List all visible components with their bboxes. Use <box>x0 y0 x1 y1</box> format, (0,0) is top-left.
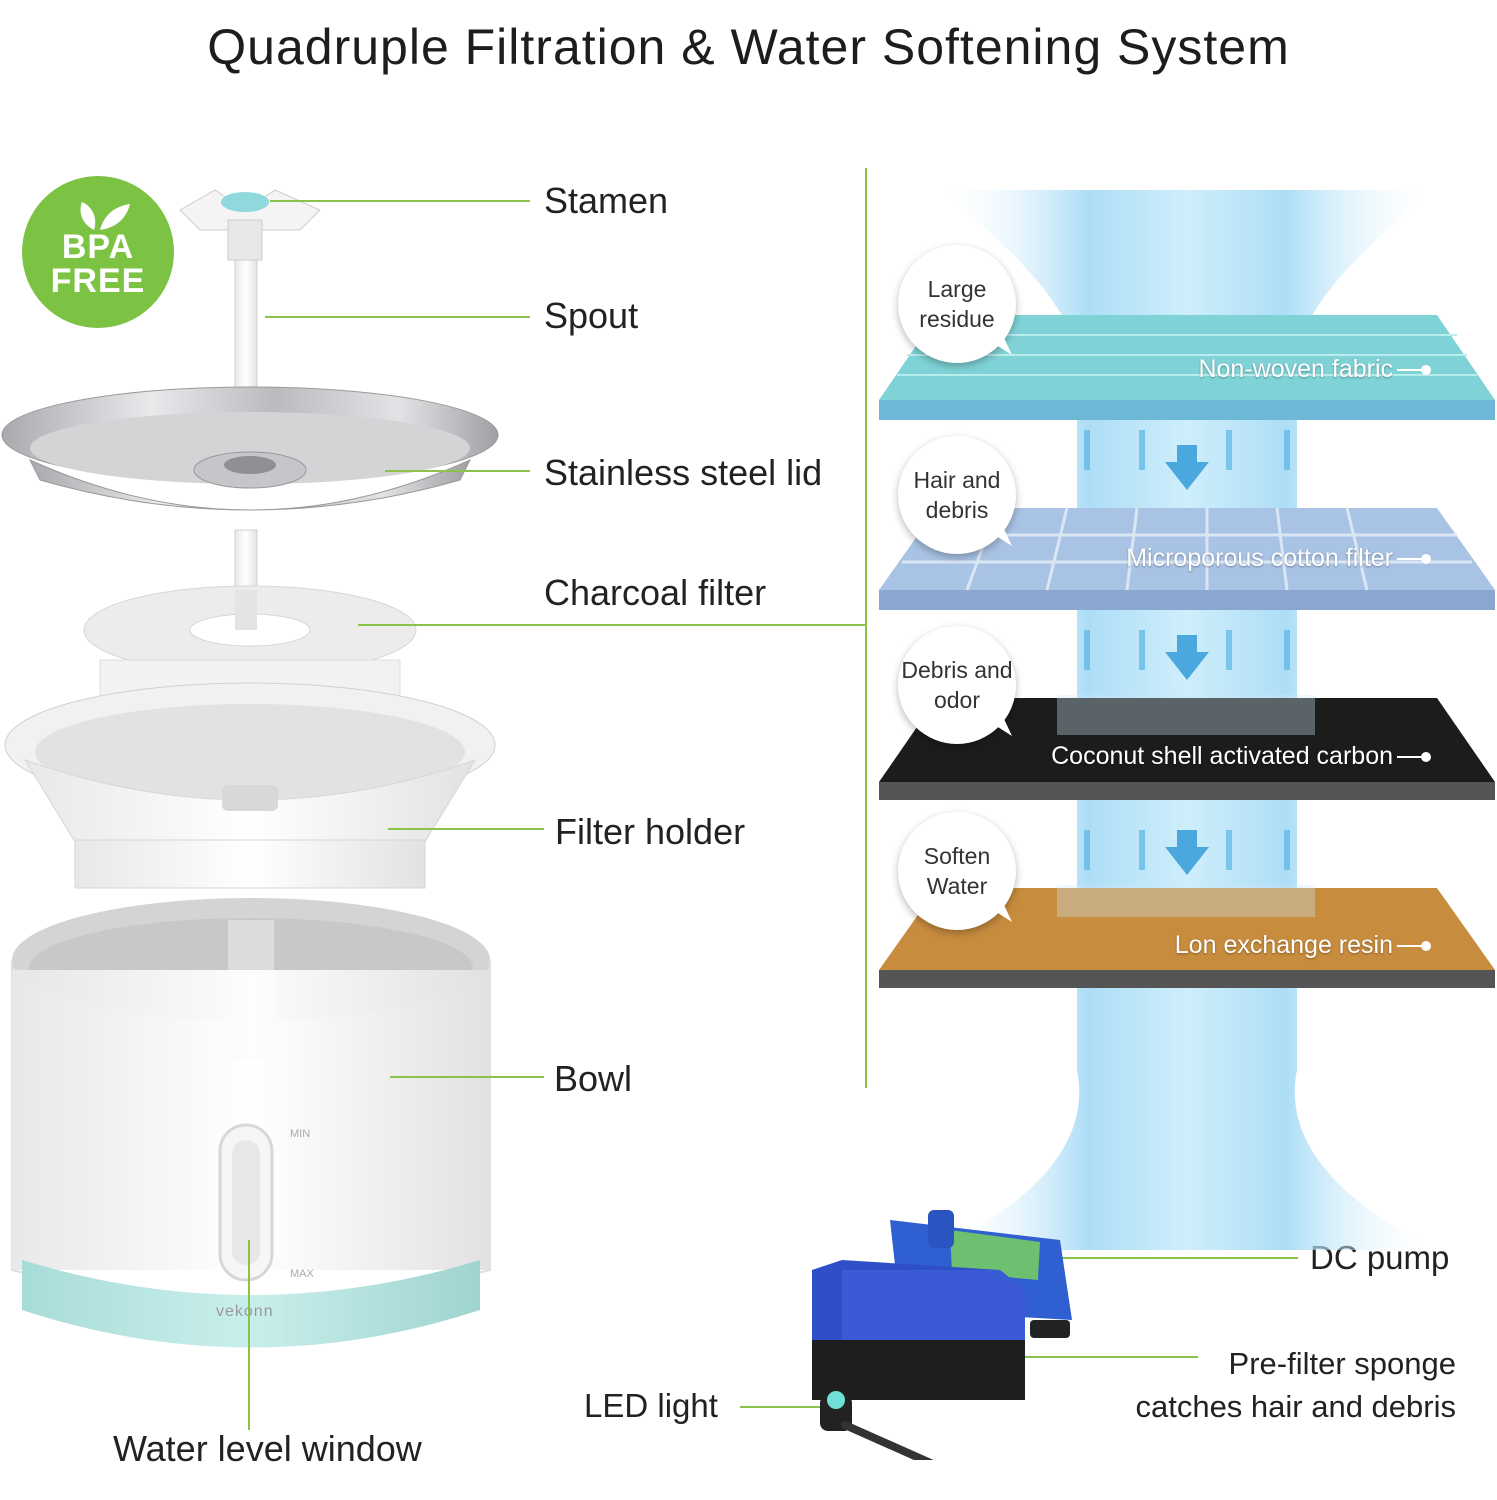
badge-line2: FREE <box>50 262 146 300</box>
brand-logo: vekonn <box>216 1303 274 1320</box>
bubble-debris-odor: Debris and odor <box>898 626 1016 744</box>
bubble-1-line2: residue <box>919 306 995 332</box>
label-charcoal: Charcoal filter <box>544 572 767 613</box>
max-mark: MAX <box>290 1268 314 1280</box>
charcoal-filter-disc <box>83 585 417 701</box>
bubble-hair-debris: Hair and debris <box>898 436 1016 554</box>
label-led: LED light <box>584 1387 718 1424</box>
led-light <box>820 1391 934 1460</box>
bubble-soften-water: Soften Water <box>898 812 1016 930</box>
bubble-large-residue: Large residue <box>898 245 1016 363</box>
filtration-layers <box>879 190 1495 1250</box>
layer-label-3-text: Coconut shell activated carbon <box>1051 742 1393 770</box>
stainless-lid <box>1 386 499 511</box>
bowl <box>11 898 491 1348</box>
bubble-1-line1: Large <box>927 276 987 302</box>
bubble-4-line1: Soften <box>923 843 991 869</box>
label-stamen: Stamen <box>544 180 669 221</box>
layer-label-1-text: Non-woven fabric <box>1198 355 1393 383</box>
stamen <box>179 189 321 261</box>
layer-label-2-text: Microporous cotton filter <box>1126 544 1393 572</box>
pump-illustration <box>812 1210 1072 1460</box>
layer-label-2: Microporous cotton filter <box>1126 544 1431 573</box>
label-window: Water level window <box>113 1428 422 1469</box>
layer-label-4: Lon exchange resin <box>1174 931 1431 960</box>
layer-microporous <box>879 507 1495 610</box>
label-spout: Spout <box>544 295 639 336</box>
leaf-icon <box>80 202 130 230</box>
label-sponge-line1: Pre-filter sponge <box>1228 1346 1456 1381</box>
layer-label-1: Non-woven fabric <box>1198 355 1431 384</box>
layer-carbon <box>879 695 1495 800</box>
bubble-3-line1: Debris and <box>901 657 1013 683</box>
bubble-3-line2: odor <box>933 687 981 713</box>
layer-resin <box>879 885 1495 988</box>
fountain-illustration <box>1 189 499 1348</box>
label-bowl: Bowl <box>554 1058 633 1099</box>
label-sponge-line2: catches hair and debris <box>1135 1389 1456 1424</box>
bubble-2-line1: Hair and <box>913 467 1001 493</box>
bubble-2-line2: debris <box>925 497 989 523</box>
pre-filter-sponge <box>812 1260 1025 1400</box>
page-title: Quadruple Filtration & Water Softening S… <box>207 19 1290 75</box>
bpa-free-badge: BPA FREE <box>22 176 174 328</box>
layer-label-4-text: Lon exchange resin <box>1174 931 1393 959</box>
min-mark: MIN <box>290 1128 311 1140</box>
bubble-4-line2: Water <box>926 873 988 899</box>
flow-arrows <box>1165 445 1209 875</box>
filter-holder <box>4 682 496 889</box>
label-lid: Stainless steel lid <box>544 452 823 493</box>
layer-label-3: Coconut shell activated carbon <box>1051 742 1431 771</box>
label-holder: Filter holder <box>555 811 746 852</box>
badge-line1: BPA <box>61 228 135 266</box>
label-sponge: Pre-filter sponge catches hair and debri… <box>1100 1342 1456 1428</box>
